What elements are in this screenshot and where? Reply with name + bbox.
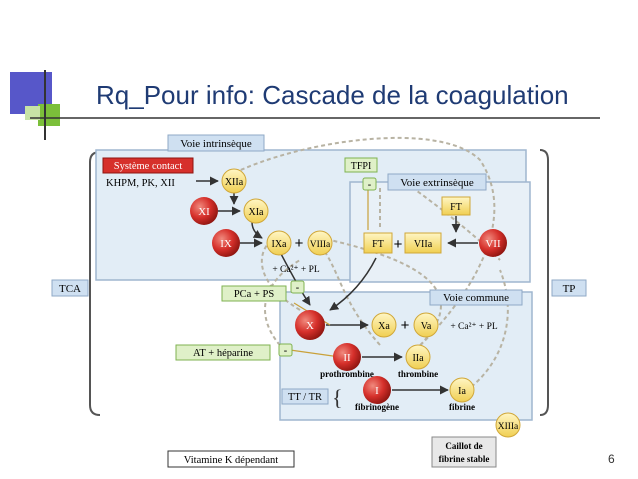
plus-sign: + xyxy=(394,236,403,253)
svg-text:XIIIa: XIIIa xyxy=(498,422,519,432)
factor-ixa: IXa xyxy=(266,230,292,256)
svg-text:Ia: Ia xyxy=(458,386,466,397)
factor-xiia: XIIa xyxy=(221,168,247,194)
slide-title: Rq_Pour info: Cascade de la coagulation xyxy=(96,80,569,110)
svg-text:TP: TP xyxy=(563,283,576,295)
svg-text:Voie commune: Voie commune xyxy=(443,292,509,304)
svg-text:PCa + PS: PCa + PS xyxy=(234,289,275,300)
cofactor-ca-pl-2: + Ca²⁺ + PL xyxy=(450,322,498,332)
svg-text:XIa: XIa xyxy=(249,207,265,218)
factor-ft-top: FT xyxy=(441,196,471,216)
factor-ix: IX xyxy=(212,229,240,257)
minus-badge-tfpi: - xyxy=(362,177,377,191)
label-thrombine: thrombine xyxy=(398,369,438,379)
label-systeme-contact: Système contact xyxy=(102,157,194,174)
svg-text:TT / TR: TT / TR xyxy=(288,392,322,403)
svg-text:XIIa: XIIa xyxy=(225,177,244,188)
factor-i: I xyxy=(363,376,391,404)
plus-sign: + xyxy=(401,317,410,334)
svg-text:XI: XI xyxy=(198,206,210,218)
label-fibrinogene: fibrinogène xyxy=(355,402,399,412)
brace-symbol: { xyxy=(332,385,343,410)
plus-sign: + xyxy=(295,235,304,252)
factor-va: Va xyxy=(413,312,439,338)
factor-iia: IIa xyxy=(405,344,431,370)
label-vitamine-k: Vitamine K dépendant xyxy=(167,450,295,468)
label-voie-intrinseque: Voie intrinsèque xyxy=(167,134,265,152)
label-prothrombine: prothrombine xyxy=(320,369,374,379)
minus-badge-at: - xyxy=(278,343,293,357)
label-at-heparine: AT + héparine xyxy=(175,344,271,361)
right-bracket xyxy=(539,149,549,416)
svg-text:FT: FT xyxy=(450,202,462,213)
label-tca: TCA xyxy=(51,279,89,297)
factor-ia: Ia xyxy=(449,377,475,403)
label-tp: TP xyxy=(551,279,587,297)
extrinsic-panel xyxy=(349,181,531,283)
label-voie-extrinseque: Voie extrinsèque xyxy=(387,173,487,191)
label-tfpi: TFPI xyxy=(344,157,378,173)
svg-text:X: X xyxy=(306,320,314,332)
factor-x: X xyxy=(295,310,325,340)
label-pca-ps: PCa + PS xyxy=(221,285,287,302)
label-voie-commune: Voie commune xyxy=(429,289,523,306)
factor-xa: Xa xyxy=(371,312,397,338)
factor-xi: XI xyxy=(190,197,218,225)
svg-text:TCA: TCA xyxy=(59,283,81,295)
svg-text:FT: FT xyxy=(372,239,384,250)
svg-text:VIIIa: VIIIa xyxy=(310,240,331,250)
cofactor-ca-pl-1: + Ca²⁺ + PL xyxy=(272,265,320,275)
svg-text:TFPI: TFPI xyxy=(351,161,372,172)
svg-text:-: - xyxy=(368,179,372,191)
minus-badge-pca: - xyxy=(290,280,305,294)
svg-text:Vitamine K dépendant: Vitamine K dépendant xyxy=(184,455,279,466)
svg-text:Xa: Xa xyxy=(378,321,390,332)
svg-text:Va: Va xyxy=(421,321,432,332)
svg-text:VII: VII xyxy=(485,238,501,250)
factor-viiia: VIIIa xyxy=(307,230,333,256)
caillot-box: Caillot de fibrine stable xyxy=(431,436,497,468)
factor-viia: VIIa xyxy=(404,232,442,254)
svg-text:fibrine stable: fibrine stable xyxy=(439,454,490,464)
svg-text:IIa: IIa xyxy=(412,353,424,364)
corner-decoration xyxy=(10,70,600,140)
svg-text:-: - xyxy=(284,345,288,357)
svg-text:Caillot de: Caillot de xyxy=(445,441,482,451)
factor-xia: XIa xyxy=(243,198,269,224)
svg-text:AT + héparine: AT + héparine xyxy=(193,348,253,359)
svg-text:IXa: IXa xyxy=(272,239,288,250)
svg-text:Voie intrinsèque: Voie intrinsèque xyxy=(180,138,252,150)
svg-text:Voie extrinsèque: Voie extrinsèque xyxy=(400,177,474,189)
label-contact-factors: KHPM, PK, XII xyxy=(106,178,175,189)
svg-text:Système contact: Système contact xyxy=(114,161,183,172)
svg-text:I: I xyxy=(375,385,379,397)
label-tt-tr: TT / TR xyxy=(281,388,329,405)
page-number: 6 xyxy=(608,452,615,466)
svg-text:VIIa: VIIa xyxy=(414,239,433,250)
factor-xiiia: XIIIa xyxy=(495,412,521,438)
factor-ii: II xyxy=(333,343,361,371)
left-bracket xyxy=(89,151,101,416)
svg-text:-: - xyxy=(296,282,300,294)
factor-ft: FT xyxy=(363,232,393,254)
svg-text:II: II xyxy=(343,352,351,364)
factor-vii: VII xyxy=(479,229,507,257)
svg-text:IX: IX xyxy=(220,238,232,250)
label-fibrine: fibrine xyxy=(449,402,475,412)
